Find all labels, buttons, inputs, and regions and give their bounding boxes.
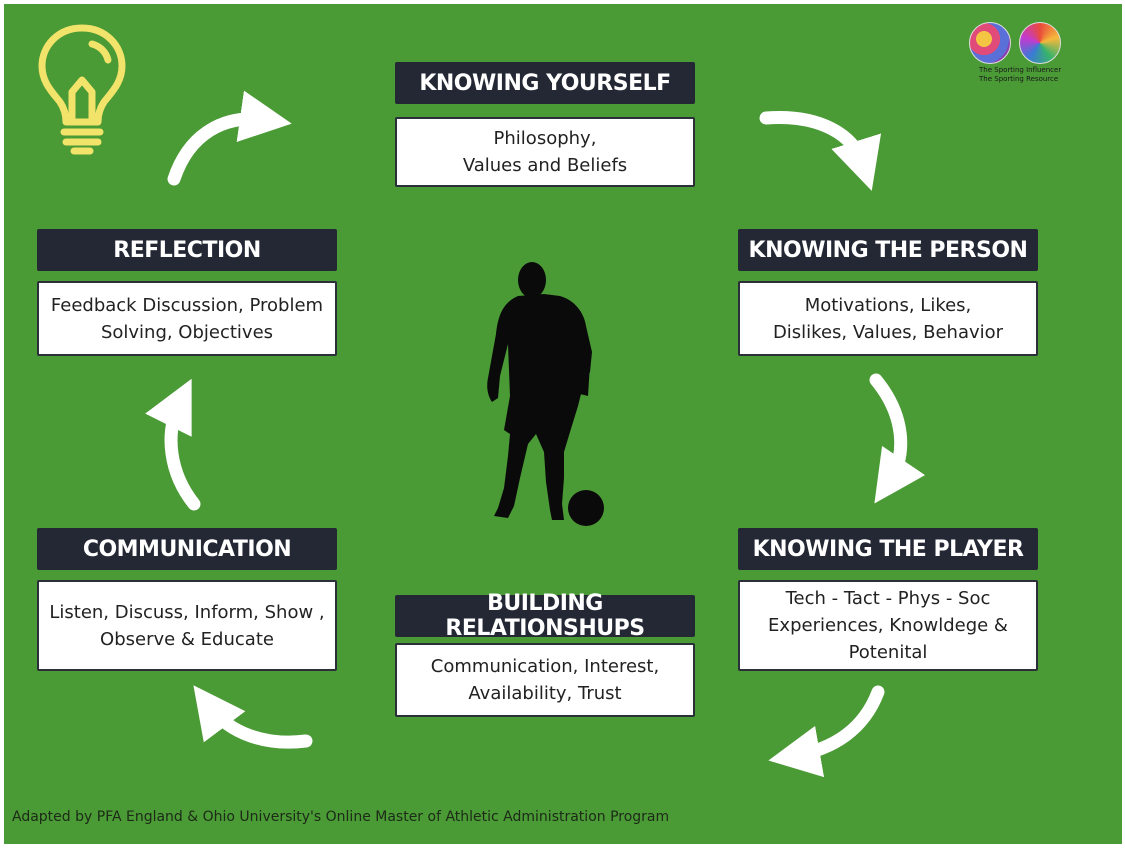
reflection-title: REFLECTION: [37, 229, 337, 271]
communication-text: Listen, Discuss, Inform, Show , Observe …: [49, 601, 325, 650]
football-player-silhouette: [487, 262, 604, 526]
knowing-yourself-text: Philosophy, Values and Beliefs: [462, 128, 628, 176]
reflection-box: Feedback Discussion, Problem Solving, Ob…: [37, 281, 337, 356]
curved-arrow-icon: [145, 90, 926, 778]
communication-title: COMMUNICATION: [37, 528, 337, 570]
knowing-the-person-text: Motivations, Likes, Dislikes, Values, Be…: [772, 294, 1004, 343]
knowing-the-person-box: Motivations, Likes, Dislikes, Values, Be…: [738, 281, 1038, 356]
knowing-the-player-box: Tech - Tact - Phys - Soc Experiences, Kn…: [738, 580, 1038, 671]
knowing-the-person-title: KNOWING THE PERSON: [738, 229, 1038, 271]
knowing-the-player-title: KNOWING THE PLAYER: [738, 528, 1038, 570]
attribution-footer: Adapted by PFA England & Ohio University…: [12, 809, 670, 825]
knowing-yourself-box: Philosophy, Values and Beliefs: [395, 117, 695, 187]
sporting-resource-logo: [1019, 22, 1061, 64]
knowing-yourself-title: KNOWING YOURSELF: [395, 62, 695, 104]
building-relationships-title: BUILDING RELATIONSHUPS: [395, 591, 695, 641]
sporting-influencer-logo: [969, 22, 1011, 64]
reflection-text: Feedback Discussion, Problem Solving, Ob…: [50, 294, 324, 343]
logo-caption-1: The Sporting Influencer: [979, 66, 1062, 74]
building-relationships-text: Communication, Interest, Availability, T…: [430, 656, 660, 704]
knowing-the-player-text: Tech - Tact - Phys - Soc Experiences, Kn…: [768, 588, 1008, 663]
lightbulb-icon: [38, 24, 126, 155]
communication-box: Listen, Discuss, Inform, Show , Observe …: [37, 580, 337, 671]
diagram-canvas: The Sporting Influencer The Sporting Res…: [4, 4, 1122, 844]
brand-logos: The Sporting Influencer The Sporting Res…: [969, 22, 1069, 92]
logo-caption-2: The Sporting Resource: [979, 75, 1059, 83]
building-relationships-box: Communication, Interest, Availability, T…: [395, 643, 695, 717]
